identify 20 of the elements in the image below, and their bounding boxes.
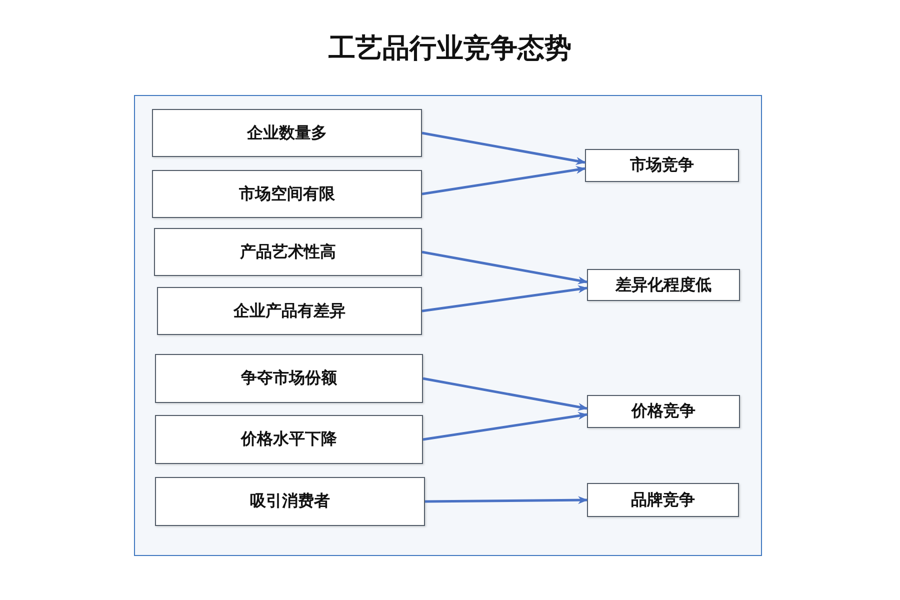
title: 工艺品行业竞争态势 bbox=[328, 32, 572, 66]
arrow bbox=[422, 166, 586, 196]
text-box: 吸引消费者 bbox=[155, 477, 425, 526]
arrow bbox=[422, 377, 588, 411]
text-box: 产品艺术性高 bbox=[154, 228, 422, 276]
arrow bbox=[422, 250, 588, 284]
text-box: 市场竞争 bbox=[585, 149, 739, 182]
arrow bbox=[422, 132, 586, 165]
panel-box bbox=[134, 95, 762, 556]
text-box: 差异化程度低 bbox=[587, 269, 740, 301]
arrow bbox=[422, 412, 588, 441]
text-box: 企业数量多 bbox=[152, 109, 422, 157]
arrow bbox=[424, 496, 588, 504]
text-box: 市场空间有限 bbox=[152, 170, 422, 218]
text-box: 企业产品有差异 bbox=[157, 287, 422, 335]
text-box: 争夺市场份额 bbox=[155, 354, 423, 403]
arrow bbox=[422, 285, 588, 312]
text-box: 价格竞争 bbox=[587, 395, 740, 428]
text-box: 价格水平下降 bbox=[155, 415, 423, 464]
text-box: 品牌竞争 bbox=[587, 483, 739, 517]
